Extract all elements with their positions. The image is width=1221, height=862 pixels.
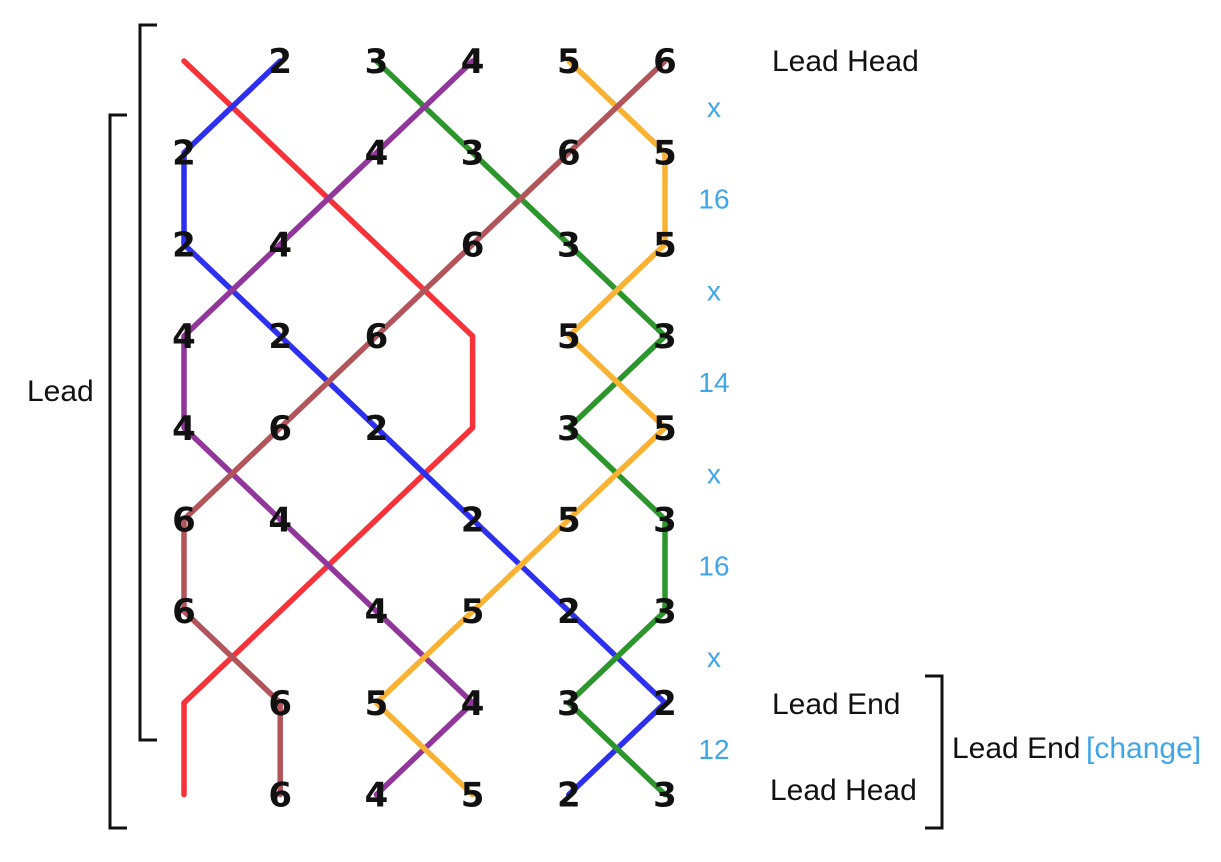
place-number: 5 [653, 409, 677, 449]
place-number: 4 [172, 409, 196, 449]
change-link[interactable]: [change] [1086, 732, 1201, 765]
change-notation-item: 12 [698, 734, 729, 765]
place-number: 5 [653, 225, 677, 265]
bell-2-path [181, 58, 668, 798]
place-number: 6 [268, 776, 292, 816]
place-number: 5 [461, 592, 485, 632]
place-number: 4 [172, 317, 196, 357]
place-number: 5 [365, 684, 389, 724]
place-number: 5 [461, 776, 485, 816]
change-notation-item: x [707, 275, 721, 306]
place-number: 4 [365, 134, 389, 174]
place-number: 2 [461, 501, 485, 541]
place-number: 4 [365, 592, 389, 632]
place-numbers: 2 3 4 5 6 2 4 3 6 5 2 4 6 3 5 4 2 6 5 3 4 6 2 3 5 6 4 2 5 3 6 4 5 2 3 6 5 4 3 2… [172, 42, 677, 816]
place-number: 6 [365, 317, 389, 357]
place-number: 6 [461, 225, 485, 265]
bell-5-path [373, 58, 668, 798]
place-number: 6 [268, 684, 292, 724]
place-number: 2 [557, 592, 581, 632]
place-number: 6 [557, 134, 581, 174]
place-number: 3 [653, 592, 677, 632]
bell-3-path [373, 58, 668, 798]
change-notation-item: x [707, 642, 721, 673]
change-notation-item: 14 [698, 367, 729, 398]
lead-label: Lead [27, 375, 94, 408]
place-number: 3 [653, 317, 677, 357]
place-number: 6 [172, 592, 196, 632]
place-number: 6 [653, 42, 677, 82]
place-number: 2 [653, 684, 677, 724]
place-number: 6 [172, 501, 196, 541]
lead-end-change-label: Lead End [952, 732, 1080, 765]
lead-head-bottom-label: Lead Head [770, 774, 917, 807]
place-number: 2 [268, 42, 292, 82]
bell-path-lines [181, 58, 668, 798]
place-number: 2 [172, 134, 196, 174]
bell-1-path [181, 58, 476, 798]
place-number: 2 [268, 317, 292, 357]
place-number: 2 [557, 776, 581, 816]
place-number: 4 [365, 776, 389, 816]
bell-6-path [181, 58, 668, 798]
bell-4-path [181, 58, 476, 798]
place-number: 3 [461, 134, 485, 174]
place-number: 3 [653, 501, 677, 541]
lead-end-bracket [925, 674, 944, 830]
change-notation: x 16 x 14 x 16 x 12 [698, 92, 729, 765]
lead-end-label: Lead End [772, 688, 900, 721]
place-number: 3 [653, 776, 677, 816]
change-notation-item: 16 [698, 550, 729, 581]
inner-lead-bracket [108, 113, 127, 830]
change-notation-item: x [707, 459, 721, 490]
change-notation-item: x [707, 92, 721, 123]
place-number: 2 [365, 409, 389, 449]
place-number: 5 [557, 317, 581, 357]
place-number: 4 [461, 42, 485, 82]
place-number: 4 [268, 225, 292, 265]
lead-head-top-label: Lead Head [772, 45, 919, 78]
place-number: 5 [653, 134, 677, 174]
place-number: 5 [557, 501, 581, 541]
outer-lead-bracket [138, 23, 157, 742]
place-number: 3 [365, 42, 389, 82]
place-number: 5 [557, 42, 581, 82]
place-number: 3 [557, 684, 581, 724]
place-number: 3 [557, 225, 581, 265]
place-number: 4 [268, 501, 292, 541]
place-number: 3 [557, 409, 581, 449]
place-number: 4 [461, 684, 485, 724]
place-number: 6 [268, 409, 292, 449]
place-number: 2 [172, 225, 196, 265]
change-notation-item: 16 [698, 184, 729, 215]
